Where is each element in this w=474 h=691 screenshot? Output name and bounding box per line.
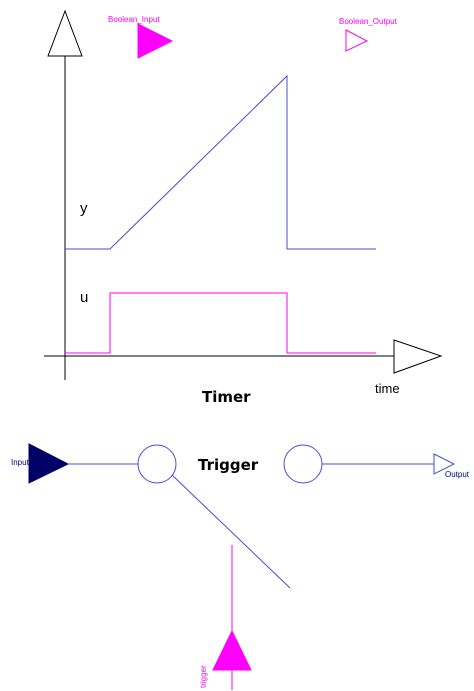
timer-icon: Boolean_Input Boolean_Output y u time Ti… [44,9,443,406]
u-signal-line [65,292,376,354]
trigger-switch-blade [171,474,291,589]
trigger-output-port[interactable] [433,453,456,475]
trigger-port-label: trigger [199,665,208,688]
timer-title: Timer [202,388,251,406]
boolean-output-label: Boolean_Output [339,17,398,26]
timer-horizontal-axis-arrow [393,339,443,374]
trigger-output-circle [283,444,323,484]
timer-vertical-axis-arrow [47,9,83,57]
trigger-icon: Input Trigger Output trigger [11,443,470,690]
boolean-output-port[interactable] [345,29,369,52]
trigger-output-label: Output [445,470,470,479]
u-signal-label: u [80,289,88,306]
trigger-input-port[interactable] [28,443,70,484]
y-signal-line [65,74,376,250]
boolean-input-label: Boolean_Input [108,15,160,24]
y-signal-label: y [80,200,88,217]
trigger-title: Trigger [198,456,259,474]
boolean-input-port[interactable] [137,23,174,59]
time-axis-label: time [375,381,400,396]
trigger-input-label: Input [11,458,30,467]
trigger-port[interactable] [212,629,252,671]
trigger-input-circle [137,444,177,484]
